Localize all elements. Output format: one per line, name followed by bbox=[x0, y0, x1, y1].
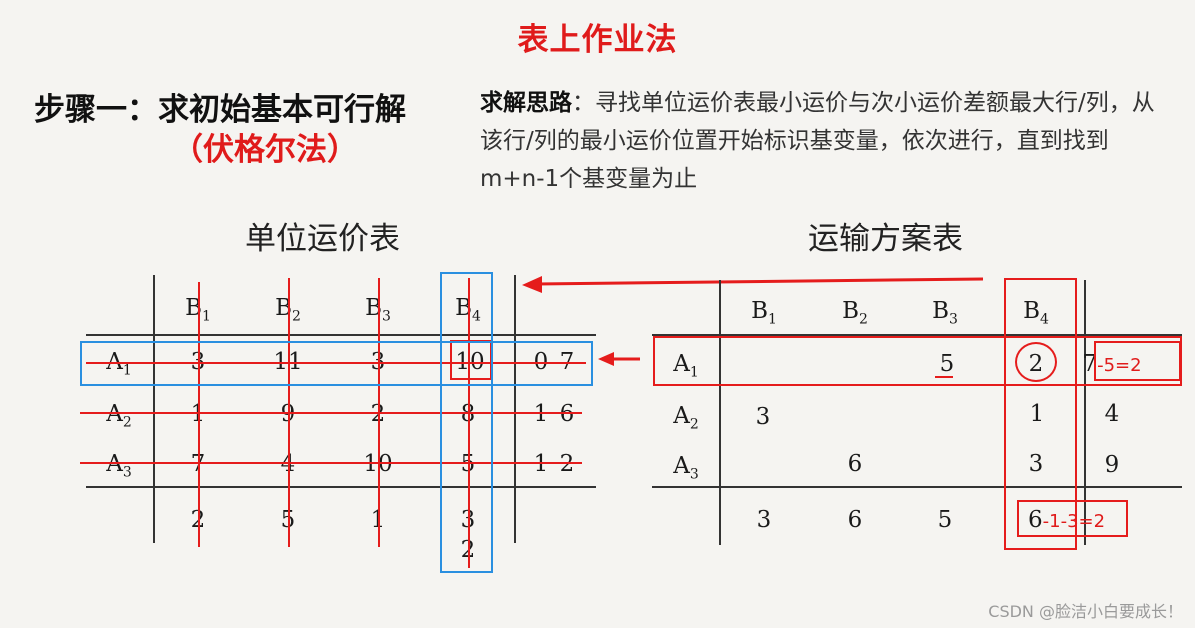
cost-a2-b3: 2 bbox=[348, 400, 408, 428]
strike-col-b1 bbox=[198, 282, 200, 547]
step-heading: 步骤一：求初始基本可行解 bbox=[34, 92, 406, 128]
cost-demand-b4: 3 bbox=[438, 506, 498, 534]
strike-col-b4 bbox=[468, 278, 470, 568]
plan-supply-a3: 9 bbox=[1104, 452, 1120, 478]
plan-demand-b3: 5 bbox=[937, 507, 953, 533]
plan-row-label-a2: A2 bbox=[673, 403, 699, 433]
plan-a1-b3-underline bbox=[935, 376, 953, 378]
plan-row-label-a3: A3 bbox=[673, 453, 699, 483]
supply-note-box bbox=[1094, 341, 1181, 381]
cost-a3-b2: 4 bbox=[258, 450, 318, 478]
plan-a3-b4: 3 bbox=[1028, 451, 1044, 477]
arrow-to-cost-table bbox=[535, 277, 984, 286]
plan-demand-b4-note: -1-3=2 bbox=[1042, 511, 1106, 532]
plan-col-header-b4: B4 bbox=[1023, 298, 1049, 328]
cost-table-footer-rule bbox=[86, 486, 596, 488]
plan-col-b4-highlight bbox=[1004, 278, 1077, 550]
cost-row-label-a3: A3 bbox=[106, 451, 132, 481]
plan-demand-b2: 6 bbox=[847, 507, 863, 533]
arrow-head-left bbox=[522, 276, 542, 293]
idea-text: ：寻找单位运价表最小运价与次小运价差额最大行/列，从该行/列的最小运价位置开始标… bbox=[480, 90, 1155, 192]
plan-table-left-rule bbox=[719, 280, 721, 545]
strike-row-a1 bbox=[86, 362, 586, 364]
plan-a2-b4: 1 bbox=[1029, 401, 1045, 427]
strike-row-a3 bbox=[80, 462, 582, 464]
plan-demand-b4: 6-1-3=2 bbox=[1028, 507, 1106, 533]
cost-a2-supply-old: 1 bbox=[533, 401, 549, 427]
plan-table-title: 运输方案表 bbox=[808, 221, 963, 257]
strike-row-a2 bbox=[80, 412, 582, 414]
cost-demand-b2: 5 bbox=[258, 506, 318, 534]
watermark: CSDN @脸洁小白要成长！ bbox=[988, 602, 1183, 621]
plan-col-header-b3: B3 bbox=[932, 298, 958, 328]
cost-col-header-b4: B4 bbox=[455, 295, 481, 325]
plan-table-right-rule bbox=[1084, 280, 1086, 545]
plan-col-header-b1: B1 bbox=[751, 298, 777, 328]
cost-a3-b1: 7 bbox=[168, 450, 228, 478]
plan-supply-a1-note: -5=2 bbox=[1097, 355, 1142, 376]
plan-supply-a1: 7-5=2 bbox=[1082, 351, 1142, 377]
page-title: 表上作业法 bbox=[517, 22, 678, 58]
cost-a3-supply-new: 2 bbox=[559, 451, 575, 477]
cost-row-label-a2: A2 bbox=[106, 401, 132, 431]
plan-a2-b1: 3 bbox=[755, 404, 771, 430]
plan-table-footer-rule bbox=[652, 486, 1182, 488]
row-a1-highlight bbox=[80, 341, 593, 386]
cost-a3-supply-old: 1 bbox=[533, 451, 549, 477]
cost-a2-supply-new: 6 bbox=[559, 401, 575, 427]
plan-demand-b1: 3 bbox=[756, 507, 772, 533]
demand-note-box bbox=[1017, 500, 1128, 537]
method-name: （伏格尔法） bbox=[172, 132, 358, 168]
cost-col-header-b3: B3 bbox=[365, 295, 391, 325]
cost-a2-b4: 8 bbox=[438, 400, 498, 428]
cost-table-left-rule bbox=[153, 275, 155, 543]
plan-a3-b2: 6 bbox=[847, 451, 863, 477]
cost-a2-b1: 1 bbox=[168, 400, 228, 428]
arrow-head-left-small bbox=[598, 352, 614, 366]
cost-col-header-b2: B2 bbox=[275, 295, 301, 325]
cost-demand-b3: 1 bbox=[348, 506, 408, 534]
plan-a1-b3: 5 bbox=[939, 351, 955, 377]
plan-supply-a2: 4 bbox=[1104, 401, 1120, 427]
allocation-circle bbox=[1015, 342, 1057, 382]
cost-demand-b4-updated: 2 bbox=[438, 536, 498, 564]
solution-idea: 求解思路：寻找单位运价表最小运价与次小运价差额最大行/列，从该行/列的最小运价位… bbox=[480, 84, 1170, 198]
cost-a3-b4: 5 bbox=[438, 450, 498, 478]
cost-a2-b2: 9 bbox=[258, 400, 318, 428]
cost-col-header-b1: B1 bbox=[185, 295, 211, 325]
plan-col-header-b2: B2 bbox=[842, 298, 868, 328]
col-b4-highlight bbox=[440, 272, 493, 573]
cost-table-header-rule bbox=[86, 334, 596, 336]
cost-table-right-rule bbox=[514, 275, 516, 543]
plan-table-header-rule bbox=[652, 334, 1182, 336]
plan-row-label-a1: A1 bbox=[673, 351, 699, 381]
idea-label: 求解思路 bbox=[480, 90, 572, 116]
cost-demand-b1: 2 bbox=[168, 506, 228, 534]
cost-table-title: 单位运价表 bbox=[245, 221, 400, 257]
plan-row-a1-highlight bbox=[653, 336, 1182, 386]
